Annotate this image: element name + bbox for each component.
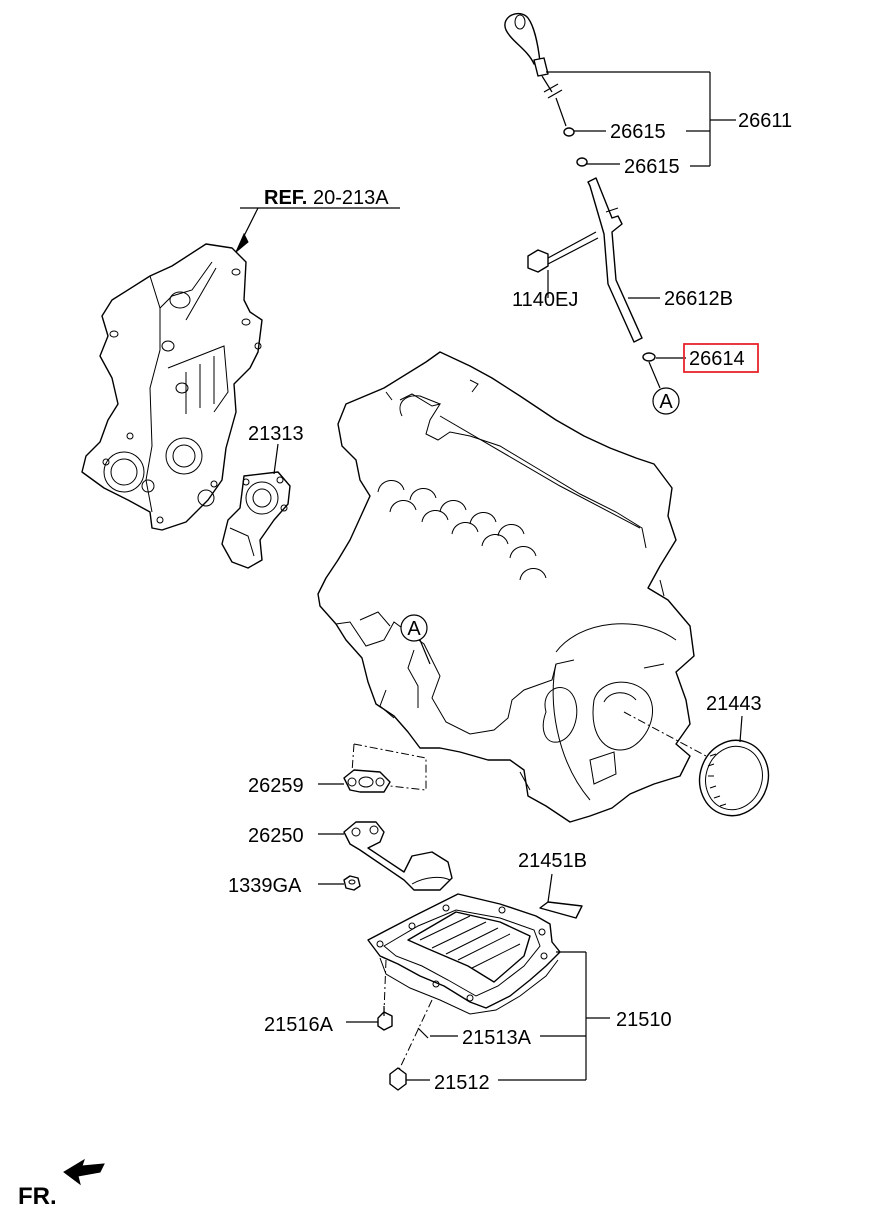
dipstick-assembly [504, 12, 661, 389]
ref-prefix: REF. [264, 187, 307, 209]
flange-nut [318, 875, 361, 891]
part-label-26615-upper[interactable]: 26615 [610, 121, 666, 143]
highlight-box-26614 [683, 343, 759, 373]
ref-number: 20-213A [313, 187, 389, 209]
oil-strainer [318, 821, 453, 891]
oil-pan-leader-lines [498, 951, 610, 1081]
part-label-26615-lower[interactable]: 26615 [624, 156, 680, 178]
orientation-label: FR. [18, 1183, 57, 1210]
part-label-26259[interactable]: 26259 [248, 775, 304, 797]
part-label-21451B[interactable]: 21451B [518, 850, 587, 872]
part-label-21510[interactable]: 21510 [616, 1009, 672, 1031]
engine-block [317, 351, 707, 823]
fr-arrow-icon [63, 1158, 105, 1186]
part-label-21443[interactable]: 21443 [706, 693, 762, 715]
rear-oil-seal [698, 715, 770, 817]
oil-pan [367, 873, 583, 1015]
ref-callout: REF. 20-213A [264, 187, 389, 209]
oil-pan-hardware [346, 959, 458, 1091]
dipstick-leader-lines [546, 71, 736, 359]
timing-cover [81, 207, 400, 531]
oil-pump [221, 443, 291, 569]
part-label-26611[interactable]: 26611 [738, 110, 792, 132]
oil-strainer-gasket [318, 743, 427, 793]
connector-a-engine-label: A [407, 618, 421, 640]
part-label-21512[interactable]: 21512 [434, 1072, 490, 1094]
part-label-21513A[interactable]: 21513A [462, 1027, 532, 1049]
part-label-21313[interactable]: 21313 [248, 423, 304, 445]
connector-a-engine: A [400, 614, 431, 665]
part-label-1339GA[interactable]: 1339GA [228, 875, 302, 897]
part-label-21516A[interactable]: 21516A [264, 1014, 334, 1036]
part-label-26614[interactable]: 26614 [689, 348, 745, 370]
connector-a-top-label: A [659, 391, 673, 413]
part-label-1140EJ[interactable]: 1140EJ [512, 289, 578, 311]
part-label-26612B[interactable]: 26612B [664, 288, 733, 310]
connector-a-top: A [652, 387, 680, 415]
part-label-26250[interactable]: 26250 [248, 825, 304, 847]
orientation-indicator: FR. [18, 1158, 105, 1210]
